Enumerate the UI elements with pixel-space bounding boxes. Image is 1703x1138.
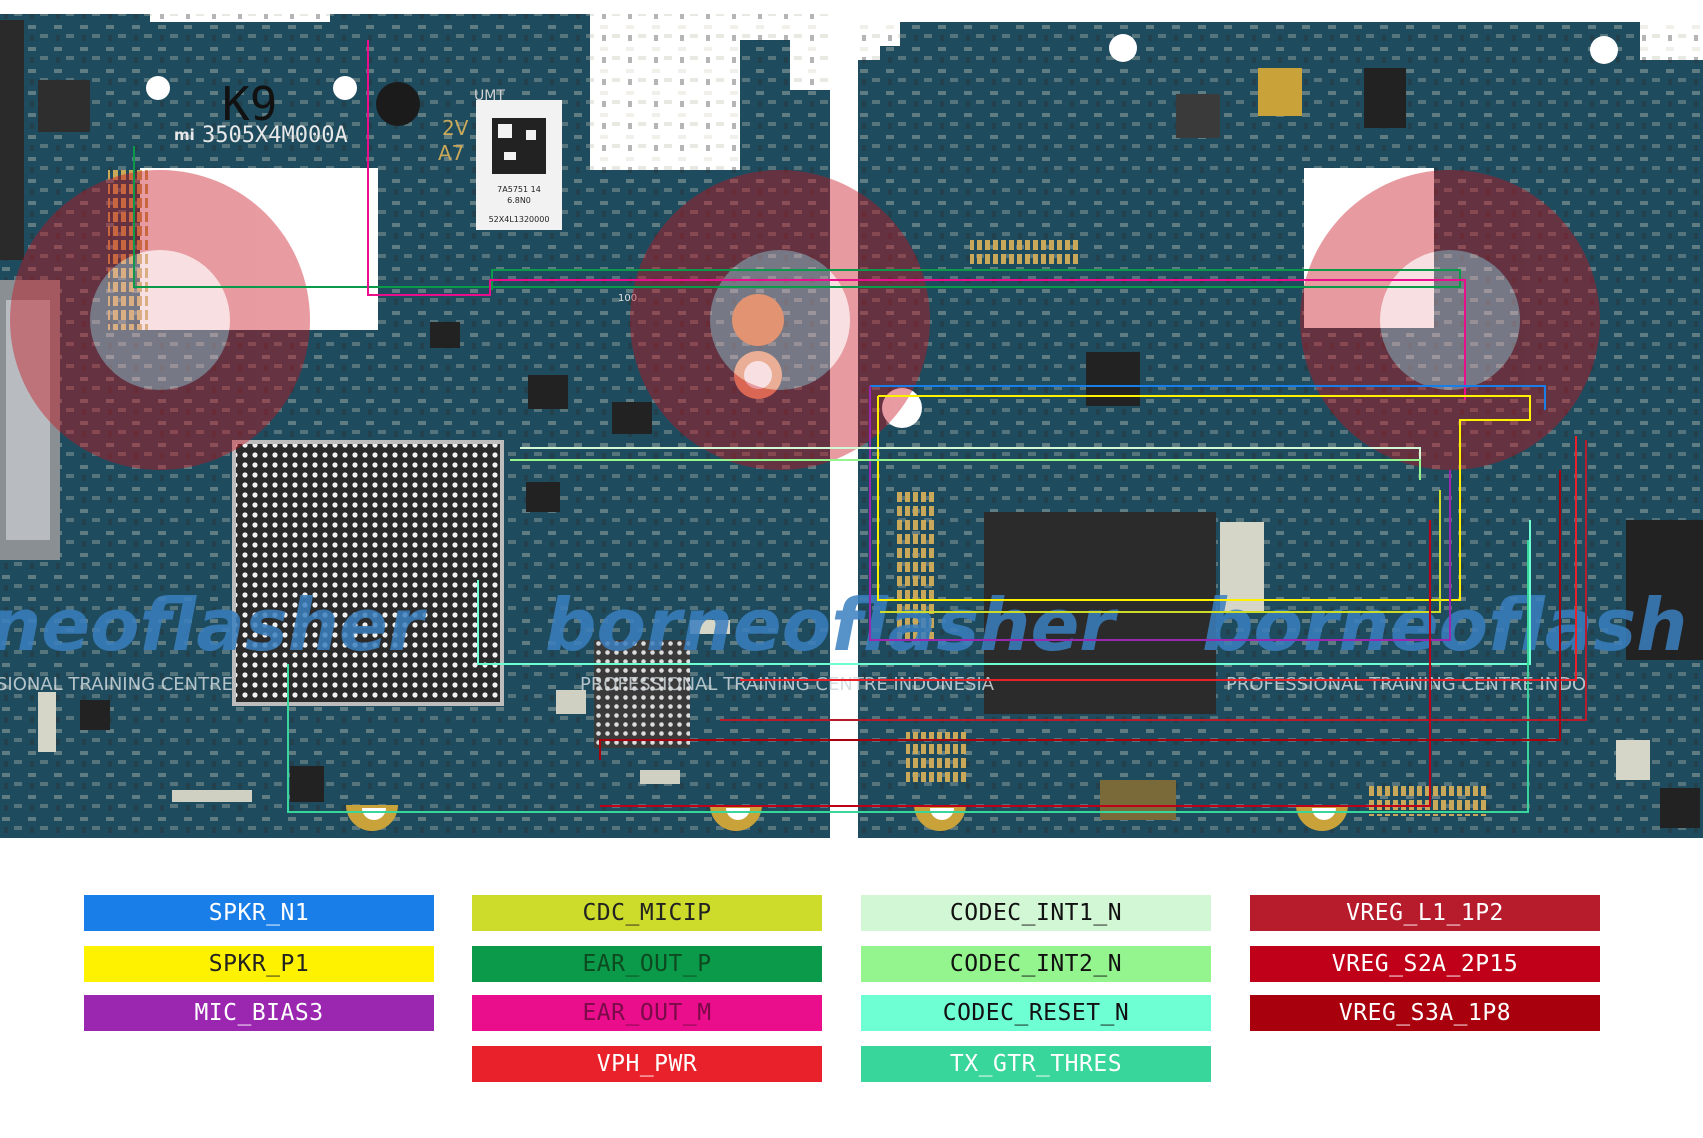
trace-ear-out-p (133, 146, 1461, 290)
legend-item: SPKR_P1 (84, 946, 434, 982)
label-100: 100 (618, 293, 637, 304)
trace-spkr-n1 (870, 385, 1546, 410)
legend-item: VREG_S3A_1P8 (1250, 995, 1600, 1031)
legend-item: TX_GTR_THRES (861, 1046, 1211, 1082)
mount-hole (333, 76, 357, 100)
signal-legend: SPKR_N1 SPKR_P1 MIC_BIAS3 CDC_MICIP EAR_… (0, 880, 1703, 1120)
svg-text:PROFESSIONAL TRAINING CENTRE I: PROFESSIONAL TRAINING CENTRE INDONESIA (580, 674, 995, 695)
mount-hole (882, 388, 922, 428)
legend-item: EAR_OUT_M (472, 995, 822, 1031)
board-marking: K9 (222, 77, 277, 131)
legend-item: CDC_MICIP (472, 895, 822, 931)
svg-text:SIONAL TRAINING CENTRE: SIONAL TRAINING CENTRE (0, 674, 233, 695)
legend-item: CODEC_INT1_N (861, 895, 1211, 931)
label-a7: A7 (438, 141, 464, 165)
sticker-line3: 52X4L1320000 (489, 215, 550, 224)
copper-pad (732, 294, 784, 346)
legend-item: EAR_OUT_P (472, 946, 822, 982)
right-board-cutout (1304, 168, 1434, 328)
label-umt: UMT (474, 88, 505, 104)
trace-vreg-s3a (599, 470, 1561, 760)
sticker-line1: 7A5751 14 (497, 185, 541, 194)
trace-mic-bias3 (869, 386, 1451, 641)
svg-text:borneoflasher: borneoflasher (545, 583, 1119, 667)
trace-codec-int2 (510, 459, 1421, 480)
trace-ear-out-m (367, 40, 1466, 400)
brand-marking: mi (174, 126, 195, 144)
trace-codec-reset (477, 520, 1531, 665)
model-marking: 3505X4M000A (202, 123, 348, 148)
trace-vreg-s2a (600, 520, 1431, 807)
left-board: 7A5751 14 6.8N0 52X4L1320000 K9 mi 3505X… (0, 14, 830, 860)
trace-cdc-micip (880, 490, 1441, 613)
label-2v: 2V (442, 116, 469, 140)
left-board-cutout (140, 168, 378, 330)
svg-text:neoflasher: neoflasher (0, 583, 428, 667)
svg-text:PROFESSIONAL TRAINING CENTRE I: PROFESSIONAL TRAINING CENTRE INDO (1226, 674, 1586, 695)
left-fpc-connector (108, 170, 148, 330)
sticker-line2: 6.8N0 (507, 196, 531, 205)
legend-item: SPKR_N1 (84, 895, 434, 931)
legend-item: VPH_PWR (472, 1046, 822, 1082)
legend-item: CODEC_RESET_N (861, 995, 1211, 1031)
legend-item: CODEC_INT2_N (861, 946, 1211, 982)
watermark-text: neoflasher borneoflasher borneoflash SIO… (0, 583, 1687, 695)
mount-hole (1109, 34, 1137, 62)
trace-spkr-p1 (877, 395, 1531, 601)
legend-item: VREG_L1_1P2 (1250, 895, 1600, 931)
pcb-board-diagram: 7A5751 14 6.8N0 52X4L1320000 K9 mi 3505X… (0, 14, 1703, 860)
trace-vph-pwr (740, 436, 1577, 681)
watermark (10, 170, 1600, 470)
svg-text:borneoflash: borneoflash (1202, 583, 1687, 667)
signal-traces (133, 40, 1587, 813)
mount-hole (146, 76, 170, 100)
legend-item: MIC_BIAS3 (84, 995, 434, 1031)
trace-tx-gtr (287, 540, 1529, 813)
legend-item: VREG_S2A_2P15 (1250, 946, 1600, 982)
right-fpc-connector-top (970, 236, 1080, 266)
trace-vreg-l1 (720, 440, 1587, 721)
right-fpc-connector-side (896, 490, 936, 640)
